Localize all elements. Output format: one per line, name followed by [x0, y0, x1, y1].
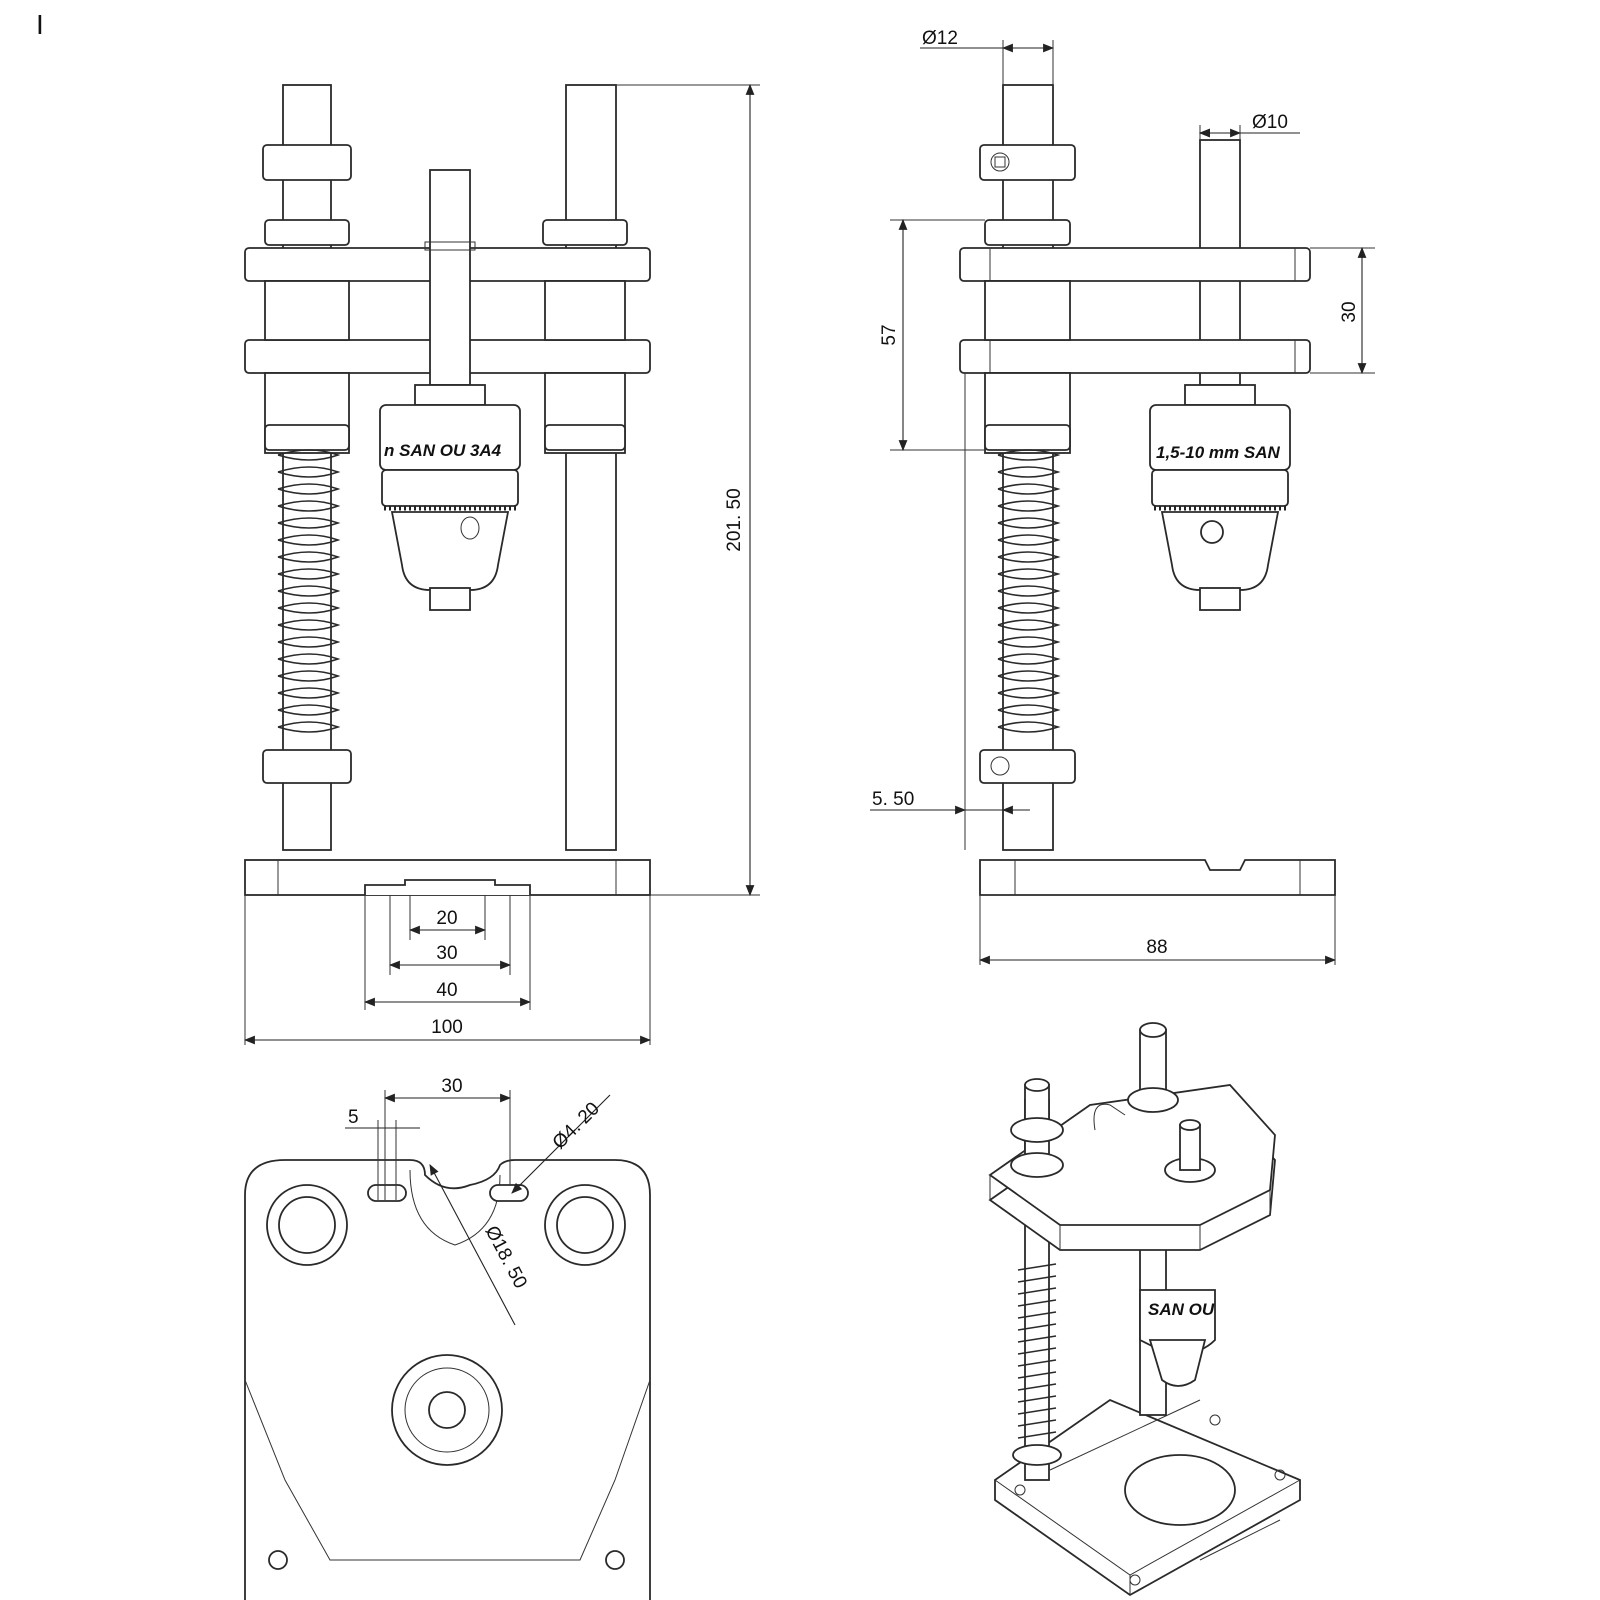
- slot-spacing-dim: 30: [441, 1076, 462, 1097]
- height-dim: 201. 50: [724, 488, 745, 551]
- top-view: 30 5 Ø4. 20 Ø18. 50: [244, 1076, 651, 1600]
- clamp-height-dim: 57: [879, 324, 900, 345]
- post-dia-dim: Ø12: [922, 28, 958, 49]
- right-post: [565, 84, 617, 851]
- side-chuck-label: 1,5-10 mm SAN: [1156, 443, 1280, 462]
- base-width-dim: 100: [431, 1017, 463, 1038]
- slot-left: [367, 1184, 407, 1202]
- spindle-dia-dim: Ø10: [1252, 112, 1288, 133]
- drill-chuck: [379, 404, 521, 471]
- isometric-view: SAN OU: [988, 1022, 1301, 1597]
- slot-right: [489, 1184, 529, 1202]
- chuck-label: n SAN OU 3A4: [384, 441, 502, 460]
- side-view: 1,5-10 mm SAN Ø12 Ø10 57 30: [870, 28, 1375, 965]
- corner-mark: I: [36, 9, 44, 40]
- base-depth-dim: 88: [1146, 937, 1167, 958]
- slot-dim-30: 30: [436, 943, 457, 964]
- slot-hole-dim: Ø4. 20: [549, 1098, 604, 1153]
- slot-dim-20: 20: [436, 908, 457, 929]
- top-collar: [262, 144, 352, 181]
- side-base: [979, 859, 1336, 896]
- spring: [277, 449, 341, 733]
- slot-dim-40: 40: [436, 980, 457, 1001]
- plate-span-dim: 30: [1339, 301, 1360, 322]
- front-view: n SAN OU 3A4 20 30 40 100: [243, 83, 760, 1045]
- bottom-collar: [262, 749, 352, 784]
- spindle: [429, 169, 471, 386]
- offset-dim: 5. 50: [872, 789, 914, 810]
- iso-upper-plate: [988, 1084, 1276, 1226]
- slot-width-dim: 5: [348, 1107, 359, 1128]
- iso-chuck-label: SAN OU: [1148, 1300, 1215, 1319]
